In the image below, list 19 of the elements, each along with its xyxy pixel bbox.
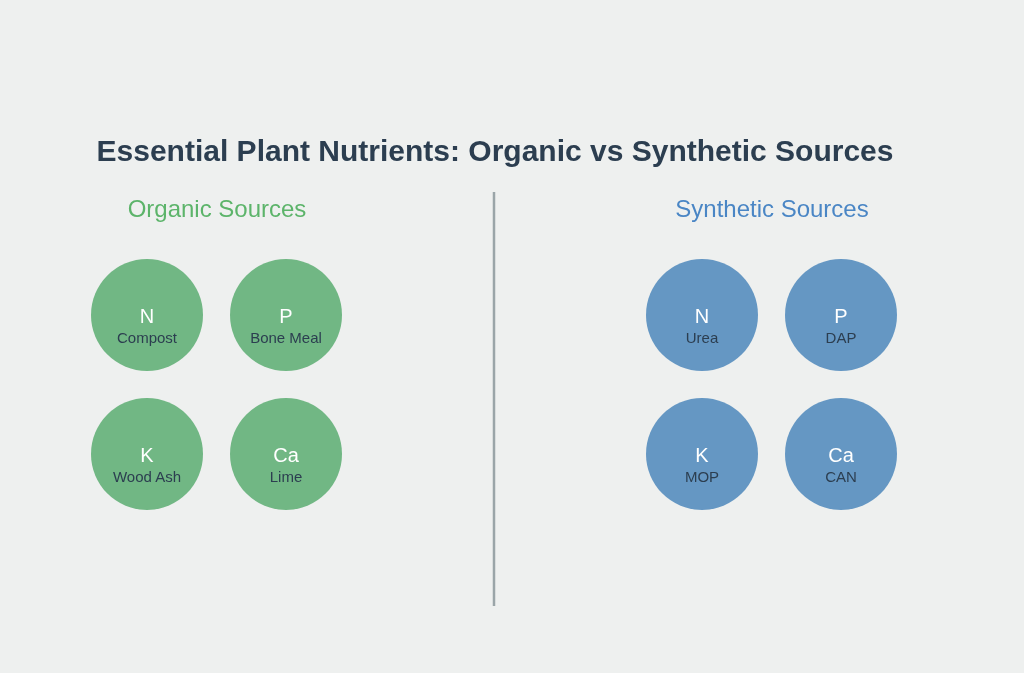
element-symbol: Ca [273, 442, 299, 467]
source-name: CAN [825, 466, 857, 486]
element-symbol: P [834, 303, 848, 328]
title: Essential Plant Nutrients: Organic vs Synthetic Sources [96, 134, 894, 168]
element-symbol: Ca [828, 442, 854, 467]
element-symbol: N [139, 303, 155, 328]
source-name: Urea [685, 327, 719, 347]
source-name: Lime [269, 466, 303, 486]
element-symbol: P [279, 303, 293, 328]
source-name: DAP [825, 327, 857, 347]
element-symbol: K [140, 442, 154, 467]
source-name: Wood Ash [112, 466, 182, 486]
section-heading: Synthetic Sources [675, 195, 869, 223]
element-symbol: K [695, 442, 709, 467]
section-heading: Organic Sources [127, 195, 307, 223]
source-name: Compost [117, 327, 177, 347]
source-name: Bone Meal [250, 327, 322, 347]
source-name: MOP [684, 466, 720, 486]
element-symbol: N [694, 303, 710, 328]
